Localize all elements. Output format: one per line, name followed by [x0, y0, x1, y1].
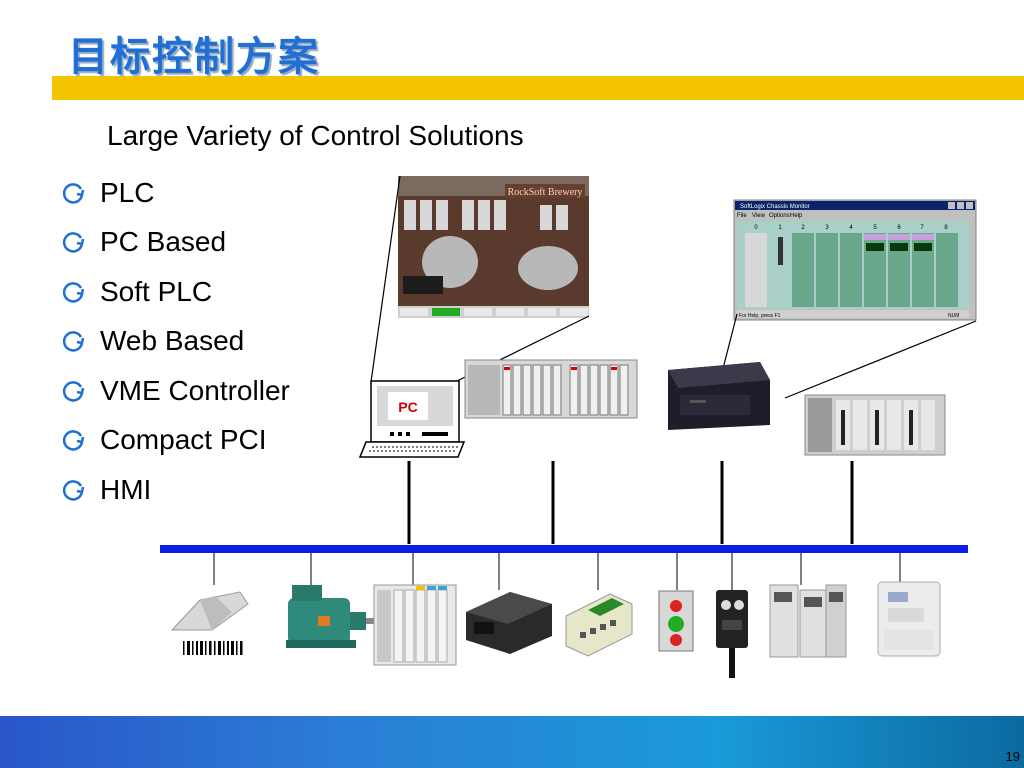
slot-number: 2 — [801, 225, 805, 231]
bullet-label: PC Based — [100, 226, 227, 258]
electric-motor — [286, 585, 374, 648]
title-underline-bar — [52, 76, 1024, 100]
pc-label: PC — [398, 399, 417, 415]
bullet-item: PLC — [60, 168, 290, 218]
bullet-item: Web Based — [60, 317, 290, 367]
bullet-label: HMI — [100, 473, 152, 505]
softlogic-title: SoftLogix Chassis Monitor — [740, 204, 810, 210]
slot-number: 6 — [897, 225, 901, 231]
slot-number: 0 — [754, 225, 758, 231]
terminal-module — [565, 593, 633, 657]
bullet-list: PLC PC Based Soft PLC Web Based VME Cont… — [60, 168, 290, 515]
softlogic-status: For Help, press F1 — [739, 313, 781, 319]
compact-plc — [804, 394, 946, 456]
bullet-label: Compact PCI — [100, 424, 267, 456]
slot-number: 3 — [825, 225, 829, 231]
hmi-screen: RockSoft Brewery — [398, 176, 589, 318]
plc-rack — [464, 359, 638, 419]
slot-number: 5 — [873, 225, 877, 231]
proximity-sensor — [716, 590, 748, 678]
bullet-label: VME Controller — [100, 374, 290, 406]
pushbutton-station — [658, 590, 694, 652]
bullet-label: Web Based — [100, 325, 245, 357]
slot-number: 4 — [849, 225, 853, 231]
hmi-screen-title: RockSoft Brewery — [508, 187, 583, 198]
bullet-item: Compact PCI — [60, 416, 290, 466]
softlogic-menu-options: Options — [769, 213, 790, 219]
network-bus — [160, 545, 968, 553]
bullet-item: HMI — [60, 465, 290, 515]
bullet-item: PC Based — [60, 218, 290, 268]
intro-text: Large Variety of Control Solutions — [107, 120, 524, 151]
industrial-pc-chassis — [668, 362, 770, 430]
bullet-item: VME Controller — [60, 366, 290, 416]
control-network-diagram: RockSoft Brewery SoftLogix Chassis Monit… — [160, 175, 977, 678]
bullet-label: Soft PLC — [100, 275, 213, 307]
io-terminal-block — [373, 584, 457, 666]
servo-drives — [769, 584, 847, 658]
bullet-item: Soft PLC — [60, 267, 290, 317]
softlogic-menu-file: File — [737, 213, 747, 219]
page-number: 19 — [1005, 749, 1020, 764]
variable-frequency-drive — [877, 581, 941, 657]
circular-arrow-icon — [62, 182, 85, 204]
bullet-label: PLC — [100, 176, 155, 208]
slot-number: 8 — [944, 225, 948, 231]
barcode-scanner — [170, 591, 249, 655]
circular-arrow-icon — [62, 479, 85, 501]
slot-number: 7 — [920, 225, 924, 231]
circular-arrow-icon — [62, 281, 85, 303]
circular-arrow-icon — [62, 232, 85, 253]
circular-arrow-icon — [62, 331, 85, 352]
softlogic-menu-help: Help — [790, 213, 803, 219]
footer-bar: 19 — [0, 716, 1024, 768]
slot-number: 1 — [778, 225, 782, 231]
softlogic-window: SoftLogix Chassis Monitor File View Opti… — [733, 199, 977, 321]
io-module-black — [466, 592, 552, 654]
slide-title: 目标控制方案 — [68, 34, 320, 80]
softlogic-num: NUM — [948, 313, 959, 319]
circular-arrow-icon — [62, 380, 85, 402]
circular-arrow-icon — [62, 430, 85, 451]
pc-terminal: PC — [358, 380, 466, 458]
softlogic-slot-numbers: 0 1 2 3 4 5 6 7 8 — [754, 225, 948, 231]
softlogic-menu-view: View — [752, 213, 766, 219]
